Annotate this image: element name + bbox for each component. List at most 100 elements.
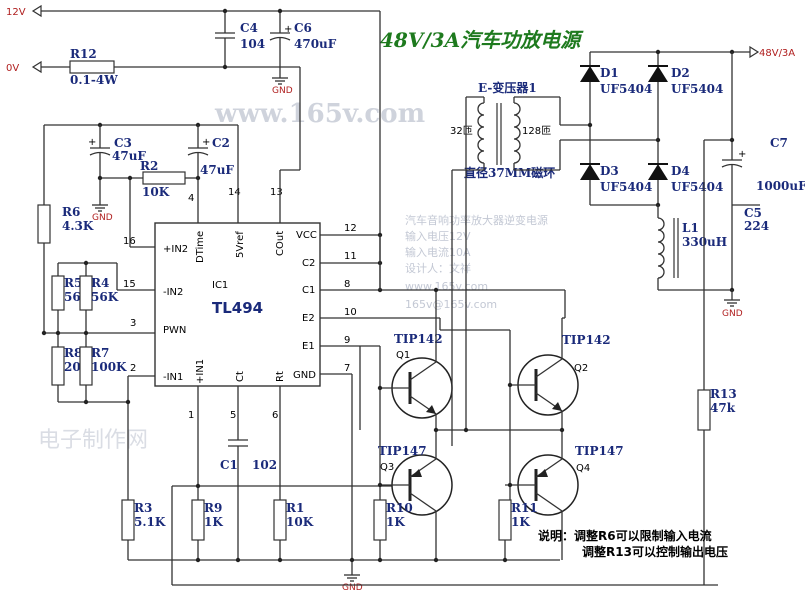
r9-value: 1K <box>204 515 223 529</box>
svg-text:+: + <box>202 137 210 148</box>
d3-value: UF5404 <box>600 180 652 194</box>
pin-name: GND <box>293 370 316 381</box>
ic-ref: IC1 <box>212 280 228 291</box>
pin-number: 6 <box>272 410 278 421</box>
gnd-label: GND <box>92 213 113 223</box>
r6-ref: R6 <box>62 205 80 219</box>
svg-text:+: + <box>88 137 96 148</box>
transistor-q3: TIP147 Q3 <box>378 430 453 560</box>
transformer-ref: E-变压器1 <box>478 80 537 95</box>
transistor-q1: TIP142 Q1 <box>380 332 453 430</box>
note-r6: 说明：调整R6可以限制输入电流 <box>538 528 712 543</box>
q3-ref: Q3 <box>380 462 394 473</box>
watermark-site-name: 电子制作网 <box>38 428 148 453</box>
pin-number: 14 <box>228 187 241 198</box>
info-line: 输入电压12V <box>405 229 471 243</box>
gnd-label: GND <box>272 86 293 96</box>
c4-ref: C4 <box>240 21 258 35</box>
pin-name: VCC <box>296 230 317 241</box>
pin-name: PWN <box>163 325 186 336</box>
ic-body <box>154 222 321 387</box>
pin-number: 8 <box>344 279 350 290</box>
pin-number: 1 <box>188 410 194 421</box>
pin-number: 9 <box>344 335 350 346</box>
diode-d1: D1 UF5404 <box>580 52 652 125</box>
pin-name: 5Vref <box>235 231 246 258</box>
capacitor-c6: + C6 470uF GND <box>269 11 337 96</box>
c7-value: 1000uF <box>756 179 805 193</box>
diode-d2: D2 UF5404 <box>648 52 723 140</box>
pin-name: C2 <box>302 258 315 269</box>
info-line: 设计人：文祥 <box>405 261 471 275</box>
q1-part: TIP142 <box>394 332 443 346</box>
ground-symbol: GND <box>342 574 363 593</box>
capacitor-c7: + C7 1000uF <box>721 52 805 290</box>
watermark-url: www.165v.com <box>214 99 425 129</box>
r13-value: 47k <box>710 401 736 415</box>
transistor-q2: TIP142 Q2 <box>510 318 611 430</box>
r7-value: 100K <box>91 360 127 374</box>
resistor-r10: R10 1K <box>373 499 413 560</box>
diode-d4: D4 UF5404 <box>648 140 723 205</box>
pin-number: 15 <box>123 279 136 290</box>
pin-name: E1 <box>302 341 315 352</box>
info-line: 165v@165v.com <box>405 298 497 311</box>
c5-ref: C5 <box>744 206 762 220</box>
pin-name: Ct <box>235 371 246 382</box>
c3-value: 47uF <box>112 149 146 163</box>
resistor-r3: R3 5.1K <box>121 499 166 560</box>
pin-name: Rt <box>275 371 286 382</box>
pin-number: 2 <box>130 363 136 374</box>
pin-number: 3 <box>130 318 136 329</box>
r12-value: 0.1-4W <box>70 73 118 87</box>
q1-ref: Q1 <box>396 350 410 361</box>
svg-text:+: + <box>284 24 292 35</box>
transformer-primary-turns: 32匝 <box>450 125 473 137</box>
resistor-r11: R11 1K <box>498 499 538 560</box>
resistor-r9: R9 1K <box>191 499 223 560</box>
r6-value: 4.3K <box>62 219 94 233</box>
info-line: 输入电流10A <box>405 245 471 259</box>
transformer-core: 直径37MM磁环 <box>464 165 555 180</box>
inductor-l1: L1 330uH <box>657 205 727 290</box>
rail-arrow-icon <box>31 4 42 18</box>
rail-48v-label: 48V/3A <box>759 48 795 59</box>
capacitor-c1: C1 102 <box>220 439 277 560</box>
r9-ref: R9 <box>204 501 222 515</box>
resistor-r7: R7 100K <box>79 346 127 402</box>
pin-name: E2 <box>302 313 315 324</box>
pin-number: 4 <box>188 193 194 204</box>
transformer-secondary-turns: 128匝 <box>522 125 551 137</box>
r2-ref: R2 <box>140 159 158 173</box>
resistor-r4: R4 56K <box>79 263 119 347</box>
ic-part-number: TL494 <box>212 299 263 317</box>
c1-value: 102 <box>252 458 277 472</box>
pin-number: 5 <box>230 410 236 421</box>
r8-ref: R8 <box>64 346 82 360</box>
r5-ref: R5 <box>64 276 82 290</box>
pin-name: +IN1 <box>195 359 206 384</box>
q2-part: TIP142 <box>562 333 611 347</box>
c1-ref: C1 <box>220 458 238 472</box>
gnd-label: GND <box>722 309 743 319</box>
rail-0v: 0V R12 0.1-4W <box>6 47 300 87</box>
info-line: 汽车音响功率放大器逆变电源 <box>405 213 548 227</box>
pin-number: 7 <box>344 363 350 374</box>
resistor-r6: R6 4.3K <box>37 125 94 333</box>
c6-ref: C6 <box>294 21 312 35</box>
r4-value: 56K <box>91 290 119 304</box>
rail-0v-label: 0V <box>6 63 19 74</box>
resistor-r12 <box>69 60 115 74</box>
c2-ref: C2 <box>212 136 230 150</box>
r10-value: 1K <box>386 515 405 529</box>
r3-ref: R3 <box>134 501 152 515</box>
capacitor-c4: C4 104 <box>215 11 265 67</box>
ground-symbol: GND <box>722 299 743 319</box>
capacitor-c5: C5 224 <box>732 204 769 233</box>
q4-ref: Q4 <box>576 463 590 474</box>
info-block: 汽车音响功率放大器逆变电源 输入电压12V 输入电流10A 设计人：文祥 www… <box>405 213 548 311</box>
pin-name: DTime <box>195 231 206 263</box>
note-r13: 调整R13可以控制输出电压 <box>582 544 728 559</box>
r3-value: 5.1K <box>134 515 166 529</box>
